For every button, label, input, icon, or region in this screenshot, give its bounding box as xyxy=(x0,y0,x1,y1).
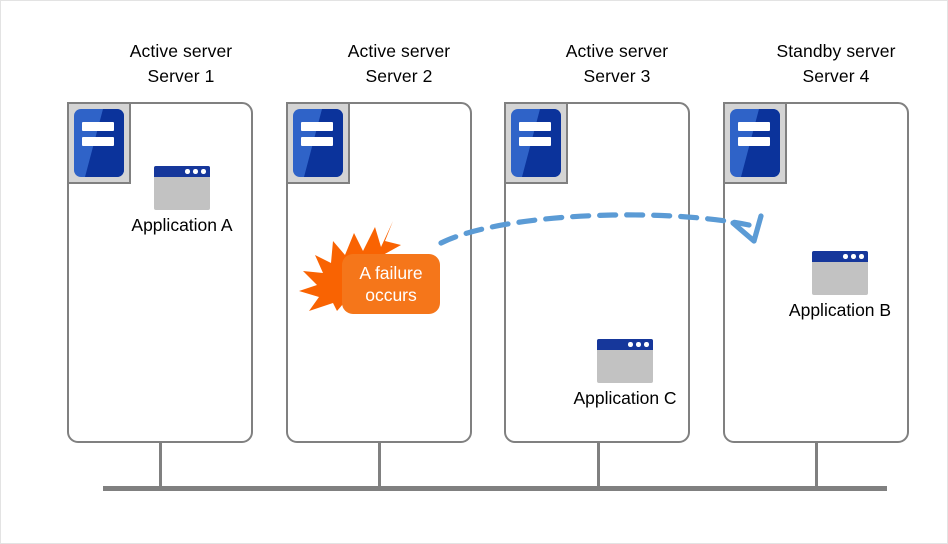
failure-badge-line-1: A failure xyxy=(359,263,423,283)
server-rack-icon-server-4 xyxy=(723,102,787,184)
network-connector-server-3 xyxy=(597,443,600,488)
network-bus-line xyxy=(103,486,887,491)
dashed-curved-arrow-icon xyxy=(438,212,764,246)
server-2-role-label: Active server xyxy=(347,41,451,61)
column-header-server-1: Active server Server 1 xyxy=(81,39,281,89)
network-connector-server-4 xyxy=(815,443,818,488)
application-b-group[interactable]: Application B xyxy=(770,251,910,321)
server-rack-icon-server-2 xyxy=(286,102,350,184)
server-rack-icon-server-3 xyxy=(504,102,568,184)
app-window-icon-c xyxy=(597,339,653,383)
application-c-group[interactable]: Application C xyxy=(555,339,695,409)
application-c-label: Application C xyxy=(573,388,677,408)
server-rack-icon-server-1 xyxy=(67,102,131,184)
application-b-label: Application B xyxy=(788,300,892,320)
app-window-icon-b xyxy=(812,251,868,295)
server-2-name-label: Server 2 xyxy=(365,66,433,86)
network-connector-server-1 xyxy=(159,443,162,488)
server-4-role-label: Standby server xyxy=(776,41,896,61)
application-a-group[interactable]: Application A xyxy=(112,166,252,236)
server-3-name-label: Server 3 xyxy=(583,66,651,86)
column-header-server-3: Active server Server 3 xyxy=(517,39,717,89)
failure-badge[interactable]: A failure occurs xyxy=(342,254,440,314)
server-1-name-label: Server 1 xyxy=(147,66,215,86)
column-header-server-2: Active server Server 2 xyxy=(299,39,499,89)
column-header-server-4: Standby server Server 4 xyxy=(736,39,936,89)
server-3-role-label: Active server xyxy=(565,41,669,61)
server-4-name-label: Server 4 xyxy=(802,66,870,86)
app-window-icon-a xyxy=(154,166,210,210)
server-1-role-label: Active server xyxy=(129,41,233,61)
failure-badge-line-2: occurs xyxy=(365,285,417,305)
application-a-label: Application A xyxy=(131,215,233,235)
network-connector-server-2 xyxy=(378,443,381,488)
